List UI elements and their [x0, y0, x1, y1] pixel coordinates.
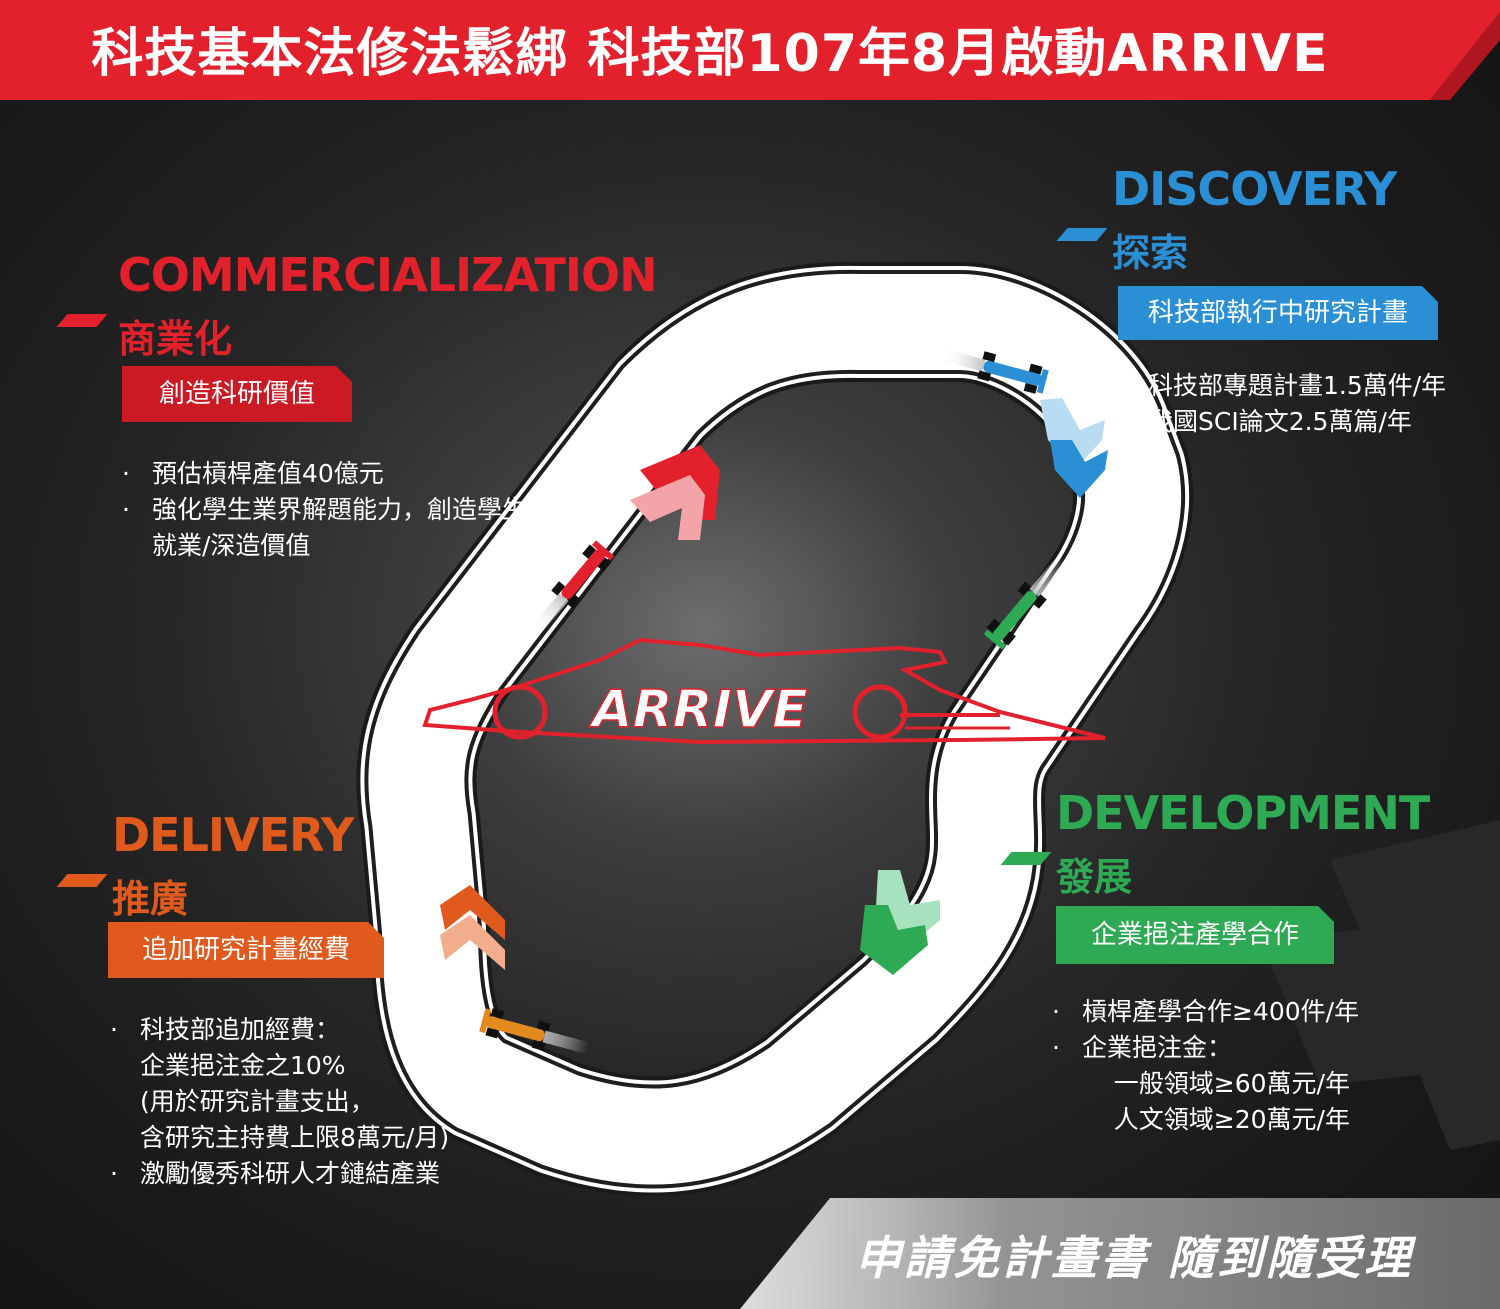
list-item: ·科技部追加經費： — [110, 1015, 341, 1044]
commercialization-tag: 創造科研價值 — [122, 366, 352, 422]
development-title: DEVELOPMENT — [1056, 786, 1430, 840]
logo-text: ARRIVE — [588, 680, 807, 740]
car-red — [530, 540, 615, 636]
list-item: ·企業挹注金： — [1052, 1033, 1233, 1062]
list-item: ·激勵優秀科研人才鏈結產業 — [110, 1159, 441, 1188]
list-item: ·科技部專題計畫1.5萬件/年 — [1118, 371, 1447, 400]
chevron-blue — [1040, 398, 1108, 498]
chevron-red — [630, 445, 720, 540]
chevron-green — [860, 870, 940, 975]
development-tag: 企業挹注產學合作 — [1056, 906, 1334, 964]
delivery-tag: 追加研究計畫經費 — [108, 922, 384, 978]
page-title: 科技基本法修法鬆綁 科技部107年8月啟動ARRIVE — [91, 24, 1329, 84]
car-green — [983, 554, 1068, 650]
header-banner: 科技基本法修法鬆綁 科技部107年8月啟動ARRIVE — [0, 0, 1500, 108]
list-item: (用於研究計畫支出， — [140, 1087, 375, 1116]
arrive-logo: ARRIVE — [422, 637, 1106, 745]
list-item: 一般領域≥60萬元/年 — [1082, 1069, 1350, 1098]
list-item: ·預估槓桿產值40億元 — [122, 459, 384, 488]
delivery-bullets: ·科技部追加經費： 企業挹注金之10% (用於研究計畫支出， 含研究主持費上限8… — [110, 1012, 449, 1192]
discovery-tag: 科技部執行中研究計畫 — [1118, 286, 1438, 340]
discovery-bullets: ·科技部專題計畫1.5萬件/年 ·我國SCI論文2.5萬篇/年 — [1118, 368, 1446, 440]
list-item: ·槓桿產學合作≥400件/年 — [1052, 997, 1360, 1026]
commercialization-title: COMMERCIALIZATION — [118, 248, 658, 302]
discovery-subtitle: 探索 — [1112, 231, 1189, 275]
commercialization-bullets: ·預估槓桿產值40億元 ·強化學生業界解題能力，創造學生 就業/深造價值 — [122, 456, 527, 564]
chevron-orange — [440, 885, 505, 970]
car-blue — [938, 348, 1049, 394]
development-subtitle: 發展 — [1056, 855, 1133, 899]
car-orange — [479, 1008, 590, 1054]
development-bullets: ·槓桿產學合作≥400件/年 ·企業挹注金： 一般領域≥60萬元/年 人文領域≥… — [1052, 994, 1359, 1138]
discovery-title: DISCOVERY — [1112, 162, 1397, 216]
list-item: 企業挹注金之10% — [140, 1051, 346, 1080]
list-item: ·我國SCI論文2.5萬篇/年 — [1118, 407, 1412, 436]
list-item: ·強化學生業界解題能力，創造學生 — [122, 495, 528, 524]
commercialization-subtitle: 商業化 — [118, 317, 233, 361]
delivery-subtitle: 推廣 — [112, 877, 189, 921]
footer-text: 申請免計畫書 隨到隨受理 — [855, 1231, 1414, 1285]
list-item: 含研究主持費上限8萬元/月) — [140, 1123, 450, 1152]
list-item: 人文領域≥20萬元/年 — [1082, 1105, 1350, 1134]
delivery-title: DELIVERY — [112, 808, 354, 862]
list-item: 就業/深造價值 — [152, 531, 311, 560]
